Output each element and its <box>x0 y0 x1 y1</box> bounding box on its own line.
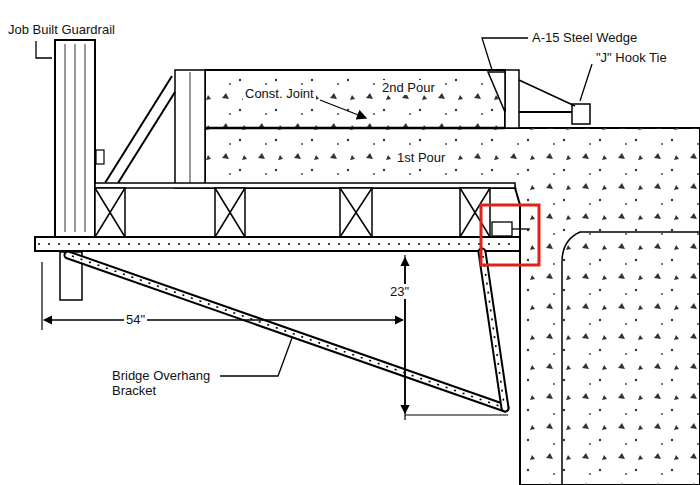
kicker-brace <box>105 76 175 183</box>
curb-pour <box>205 70 505 128</box>
brace <box>519 80 575 106</box>
form-board <box>175 70 205 188</box>
bracket-diagonal <box>68 255 505 408</box>
part-label: 1st Pour <box>395 150 447 165</box>
part-label: "J" Hook Tie <box>596 50 667 65</box>
guardrail-post <box>55 40 95 237</box>
girder-edge <box>562 232 700 485</box>
part-label: 23" <box>388 284 411 299</box>
part-label: 54" <box>124 312 147 327</box>
part-label: Job Built Guardrail <box>8 22 115 37</box>
concrete-texture <box>205 128 700 485</box>
part-label: Bridge Overhang Bracket <box>112 368 220 398</box>
joists <box>95 188 490 237</box>
bracket-leg <box>482 252 505 408</box>
concrete-texture <box>205 70 505 128</box>
hook-tie <box>572 104 590 124</box>
form-board <box>505 70 519 128</box>
construction-joint <box>205 127 505 130</box>
highlight-box <box>481 205 539 265</box>
bracket-top <box>35 237 520 251</box>
plywood-deck <box>95 183 515 188</box>
leader-lines <box>36 38 592 376</box>
dimension-lines <box>42 255 508 420</box>
part-label: A-15 Steel Wedge <box>532 30 637 45</box>
concrete-slab <box>205 128 700 485</box>
part-label: 2nd Pour <box>380 80 437 95</box>
part-label: Const. Joint <box>243 86 316 101</box>
steel-wedge <box>488 72 505 112</box>
